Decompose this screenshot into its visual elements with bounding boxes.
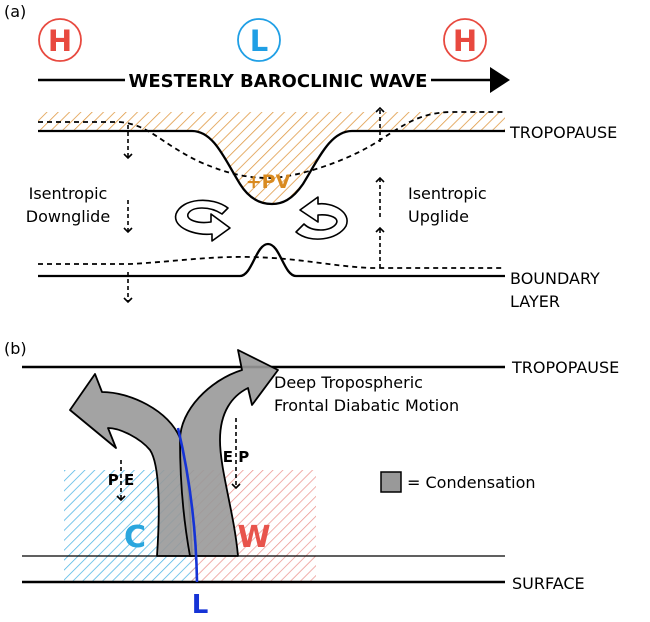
- condensation-flow: [69, 349, 279, 557]
- pv-hatched-region: [38, 112, 505, 204]
- westerly-wave-arrow: WESTERLY BAROCLINIC WAVE: [38, 67, 510, 93]
- low-symbol: L: [250, 24, 268, 58]
- cold-label: C: [124, 520, 146, 555]
- tropopause-label-b: TROPOPAUSE: [511, 358, 619, 377]
- surface-label: SURFACE: [512, 574, 585, 593]
- motion-label-line2: Frontal Diabatic Motion: [274, 396, 459, 415]
- upglide-label-line2: Upglide: [408, 207, 469, 226]
- condensation-legend-label: = Condensation: [407, 473, 536, 492]
- panel-b-label: (b): [4, 339, 27, 358]
- boundary-layer-label-line2: LAYER: [510, 292, 560, 311]
- tropopause-line: [38, 129, 505, 206]
- ep-label-right: E P: [223, 448, 249, 466]
- tropopause-dashed-line: [38, 111, 505, 179]
- pe-label-left: P E: [108, 471, 134, 489]
- motion-label-line1: Deep Tropospheric: [274, 373, 423, 392]
- upglide-label-line1: Isentropic: [408, 184, 487, 203]
- boundary-layer-dashed-line: [38, 255, 505, 269]
- condensation-legend-swatch: [380, 471, 402, 493]
- high-symbol-left: H: [48, 24, 72, 58]
- warm-label: W: [237, 520, 270, 555]
- cyclonic-circulation-icon: [174, 196, 348, 242]
- pv-label: +PV: [246, 171, 291, 193]
- high-pressure-right: H: [443, 18, 487, 62]
- boundary-layer-label-line1: BOUNDARY: [510, 269, 600, 288]
- low-pressure-center: L: [237, 18, 281, 62]
- low-label-b: L: [192, 590, 209, 620]
- front-line: [176, 427, 199, 583]
- tropopause-label: TROPOPAUSE: [509, 123, 617, 142]
- high-symbol-right: H: [453, 24, 477, 58]
- wave-label: WESTERLY BAROCLINIC WAVE: [129, 71, 428, 92]
- panel-a-label: (a): [4, 2, 26, 21]
- right-flow-arrow: [179, 349, 279, 557]
- boundary-layer-line: [38, 242, 505, 278]
- downglide-label-line1: Isentropic: [29, 184, 108, 203]
- downglide-label-line2: Downglide: [26, 207, 110, 226]
- high-pressure-left: H: [38, 18, 82, 62]
